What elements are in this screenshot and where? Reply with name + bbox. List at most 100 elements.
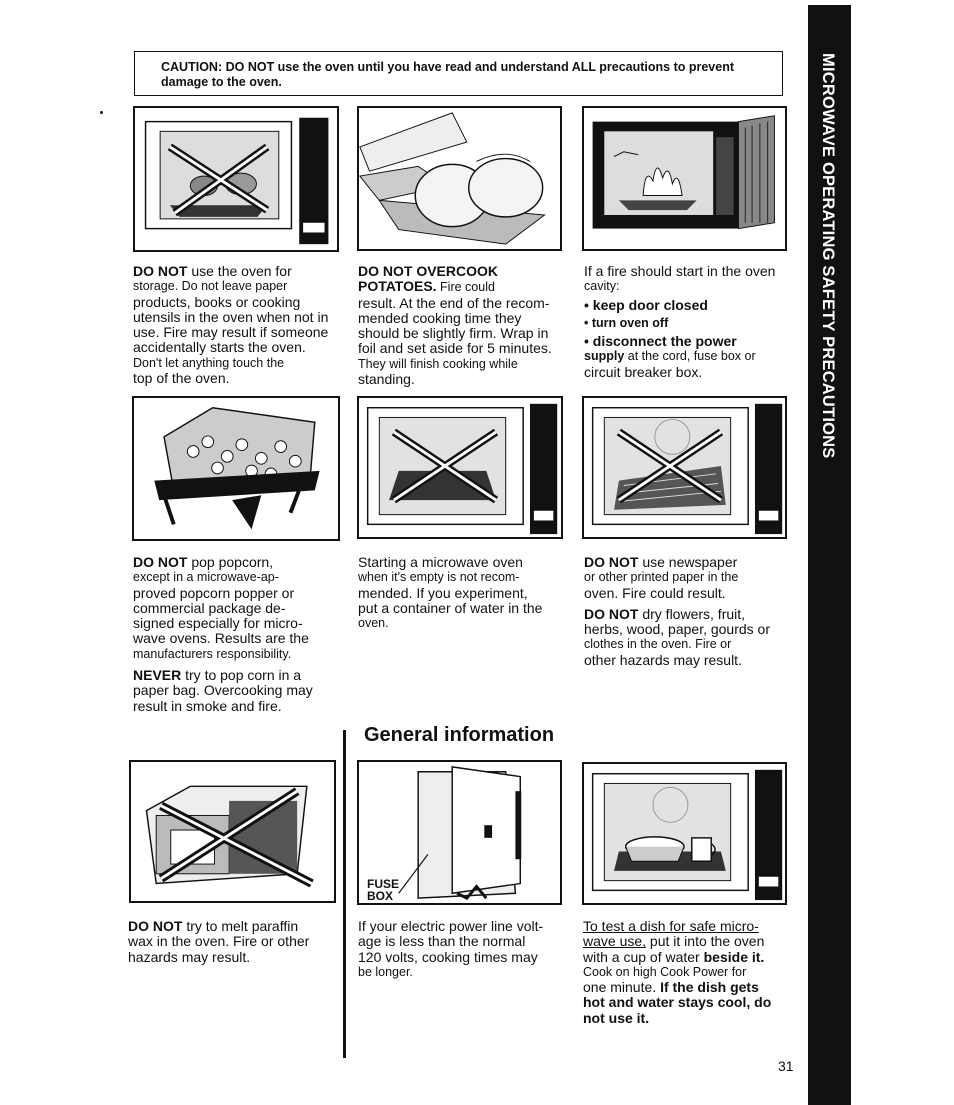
figure-potatoes (357, 106, 562, 251)
text-line: top of the oven. (133, 370, 230, 387)
text-line: other hazards may result. (584, 651, 742, 668)
text-line: foil and set aside for 5 minutes. (358, 340, 552, 357)
text-line: Fire could (436, 280, 495, 295)
text-line: Starting a microwave oven (358, 554, 523, 570)
text-line: result in smoke and fire. (133, 697, 282, 714)
bold-word: supply (584, 349, 625, 364)
caution-box: CAUTION: DO NOT use the oven until you h… (134, 51, 783, 96)
caution-label: CAUTION: (161, 60, 223, 74)
text-line: proved popcorn popper or (133, 584, 295, 601)
text-line: accidentally starts the oven. (133, 339, 306, 356)
text-line: oven. Fire could result. (584, 584, 726, 601)
text-line: Cook on high Cook Power for (583, 964, 747, 979)
bullet-keep-door-closed: • keep door closed (584, 296, 708, 313)
text-line: put a container of water in the (358, 599, 543, 616)
text-line: or other printed paper in the (584, 570, 739, 585)
text-line: try to melt paraffin (182, 918, 299, 934)
do-not-label: DO NOT (584, 554, 639, 570)
newspaper-warning-text: DO NOT use newspaper or other printed pa… (584, 554, 794, 668)
text-line: They will finish cooking while (358, 356, 518, 371)
text-line: with a cup of water (583, 948, 704, 965)
text-line: mended cooking time they (358, 309, 522, 326)
figure-storage-x (133, 106, 339, 252)
do-not-label: DO NOT (133, 554, 188, 570)
text-line: except in a microwave-ap- (133, 570, 279, 585)
underlined-text: wave use, (583, 933, 647, 950)
bold-text: hot and water stays cool, do (583, 994, 772, 1011)
text-line: utensils in the oven when not in (133, 308, 329, 325)
text-line: result. At the end of the recom- (358, 294, 550, 311)
text-line: circuit breaker box. (584, 363, 703, 380)
figure-paraffin-x (129, 760, 336, 903)
general-information-heading: General information (364, 724, 555, 746)
heading-line: POTATOES. (358, 278, 437, 295)
bullet-disconnect-power: • disconnect the power (584, 333, 737, 350)
text-line: age is less than the normal (358, 933, 526, 950)
storage-warning-text: DO NOT use the oven for storage. Do not … (133, 263, 338, 387)
text-line: clothes in the oven. Fire or (584, 637, 732, 652)
text-line: Don't let anything touch the (133, 355, 285, 370)
figure-fuse-box: FUSE BOX (357, 760, 562, 905)
figure-dish-test (582, 762, 787, 905)
figure-fire-in-oven (582, 106, 787, 251)
text-line: should be slightly firm. Wrap in (358, 325, 549, 342)
text-line: 120 volts, cooking times may (358, 948, 538, 965)
bold-text: beside it. (703, 948, 765, 965)
sidebar-title: MICROWAVE OPERATING SAFETY PRECAUTIONS (819, 53, 837, 459)
text-line: pop popcorn, (187, 554, 274, 570)
popcorn-warning-text: DO NOT pop popcorn, except in a microwav… (133, 554, 343, 714)
empty-oven-text: Starting a microwave oven when it's empt… (358, 554, 568, 631)
voltage-info-text: If your electric power line volt- age is… (358, 918, 568, 980)
bullet-turn-oven-off: • turn oven off (584, 315, 669, 330)
do-not-label: DO NOT (133, 263, 188, 279)
text-line: If your electric power line volt- (358, 918, 544, 934)
text-line: wave ovens. Results are the (133, 630, 309, 647)
dish-test-text: To test a dish for safe micro- wave use,… (583, 918, 798, 1026)
fuse-label-line: FUSE (367, 877, 400, 891)
text-line: herbs, wood, paper, gourds or (584, 621, 771, 638)
text-line: try to pop corn in a (181, 667, 302, 684)
figure-newspaper-x (582, 396, 787, 539)
text-line: storage. Do not leave paper (133, 279, 288, 294)
text-line: be longer. (358, 964, 413, 979)
never-label: NEVER (133, 667, 182, 684)
figure-popcorn-popper (132, 396, 340, 541)
text-line: use newspaper (638, 554, 738, 570)
fuse-box-label: FUSE BOX (367, 878, 399, 902)
text-line: standing. (358, 371, 415, 388)
text-line: commercial package de- (133, 599, 286, 616)
do-not-label: DO NOT (128, 918, 183, 934)
text-line: signed especially for micro- (133, 615, 303, 632)
stray-mark (100, 111, 103, 114)
text-line: wax in the oven. Fire or other (128, 933, 310, 950)
section-divider (343, 730, 346, 1058)
section-sidebar: MICROWAVE OPERATING SAFETY PRECAUTIONS (808, 5, 851, 1105)
potato-warning-text: DO NOT OVERCOOK POTATOES. Fire could res… (358, 263, 563, 388)
text-line: use the oven for (187, 263, 292, 279)
bold-text: not use it. (583, 1009, 650, 1026)
do-not-label: DO NOT (584, 605, 639, 622)
text-line: mended. If you experiment, (358, 584, 528, 601)
figure-empty-oven-x (357, 396, 563, 539)
text-line: one minute. (583, 979, 661, 996)
text-line: paper bag. Overcooking may (133, 682, 313, 699)
text-line: hazards may result. (128, 948, 251, 965)
text-line: oven. (358, 616, 389, 631)
page-number: 31 (778, 1058, 794, 1074)
bold-text: If the dish gets (660, 979, 759, 996)
caution-text: DO NOT use the oven until you have read … (161, 60, 735, 89)
text-line: manufacturers responsibility. (133, 646, 292, 661)
box-label-line: BOX (367, 889, 394, 903)
text-line: cavity: (584, 279, 620, 294)
text-line: put it into the oven (646, 933, 765, 950)
text-line: To test a dish for safe micro- (583, 918, 759, 934)
text-line: If a fire should start in the oven (584, 263, 776, 279)
heading-line: DO NOT OVERCOOK (358, 263, 499, 279)
paraffin-warning-text: DO NOT try to melt paraffin wax in the o… (128, 918, 338, 965)
text-line: when it's empty is not recom- (358, 570, 520, 585)
text-line: use. Fire may result if someone (133, 324, 329, 341)
fire-instructions-text: If a fire should start in the oven cavit… (584, 263, 794, 380)
text-line: at the cord, fuse box or (624, 349, 756, 364)
text-line: dry flowers, fruit, (638, 605, 746, 622)
text-line: products, books or cooking (133, 293, 301, 310)
